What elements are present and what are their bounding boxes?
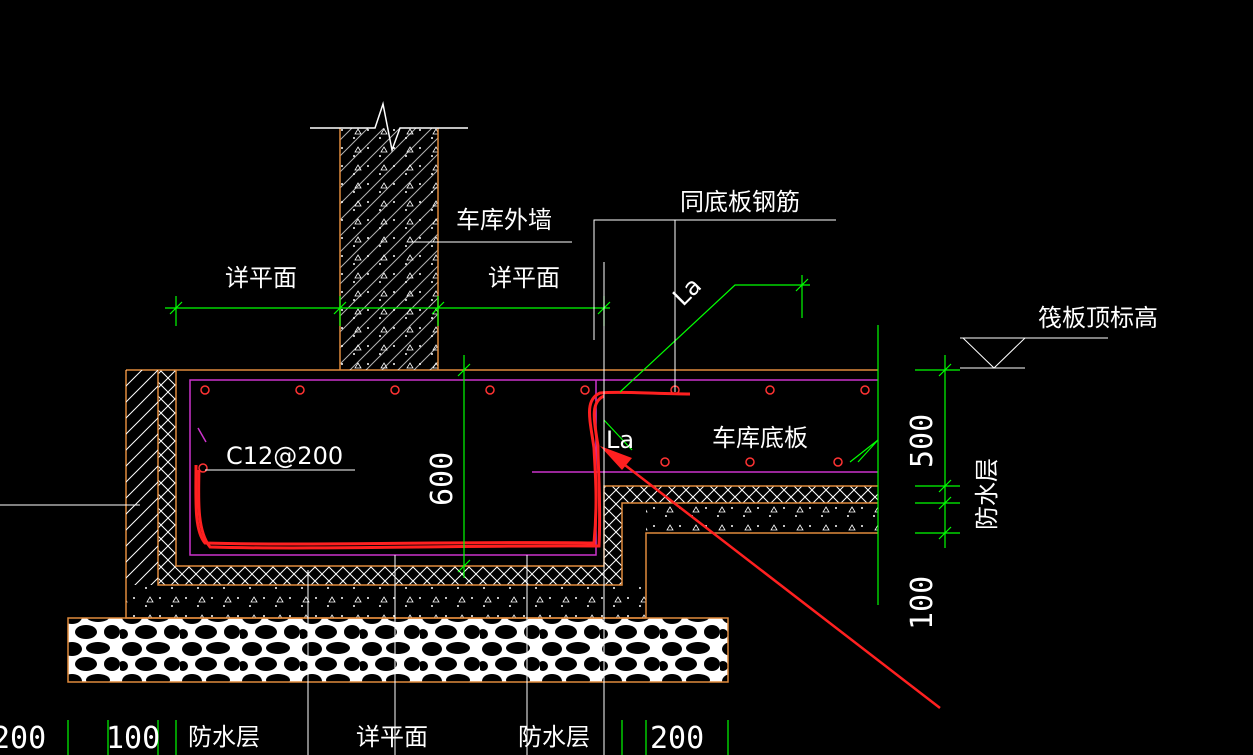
label-raft-top-elevation: 筏板顶标高: [1038, 304, 1158, 332]
left-wall-hatch: [126, 370, 158, 585]
label-anchor-length-top: La: [667, 272, 707, 312]
waterproof-layer: [126, 369, 878, 586]
label-see-plan-right: 详平面: [488, 264, 560, 292]
red-annotation-arrow: [600, 446, 941, 709]
dimension-lines: [165, 275, 960, 605]
leader-lines: [0, 219, 1108, 755]
label-waterproof-bottom-left: 防水层: [188, 723, 260, 751]
dimension-slab-thickness: 500: [905, 414, 940, 468]
label-see-plan-left: 详平面: [225, 264, 297, 292]
dimension-bottom-left-200: 200: [0, 721, 46, 755]
label-same-as-bottom-rebar: 同底板钢筋: [680, 188, 800, 216]
label-waterproof-bottom-mid: 防水层: [518, 723, 590, 751]
dimension-pit-depth: 600: [425, 452, 460, 506]
dimension-cushion: 100: [905, 576, 940, 630]
gravel-bed: [67, 617, 729, 683]
label-anchor-length-mid: La: [606, 426, 634, 454]
hand-drawn-rebar: [194, 390, 691, 550]
dimension-bottom-left-100: 100: [106, 721, 160, 755]
label-see-plan-bottom: 详平面: [356, 723, 428, 751]
slab-cushion: [646, 503, 878, 533]
label-garage-outer-wall: 车库外墙: [456, 206, 552, 234]
bottom-dimension-ticks: [67, 720, 729, 755]
label-garage-bottom-slab: 车库底板: [712, 424, 808, 452]
garage-outer-wall: [310, 101, 468, 370]
label-waterproof-right: 防水层: [973, 458, 1001, 530]
dimension-bottom-right-200: 200: [650, 721, 704, 755]
label-rebar-spec: C12@200: [226, 442, 343, 470]
